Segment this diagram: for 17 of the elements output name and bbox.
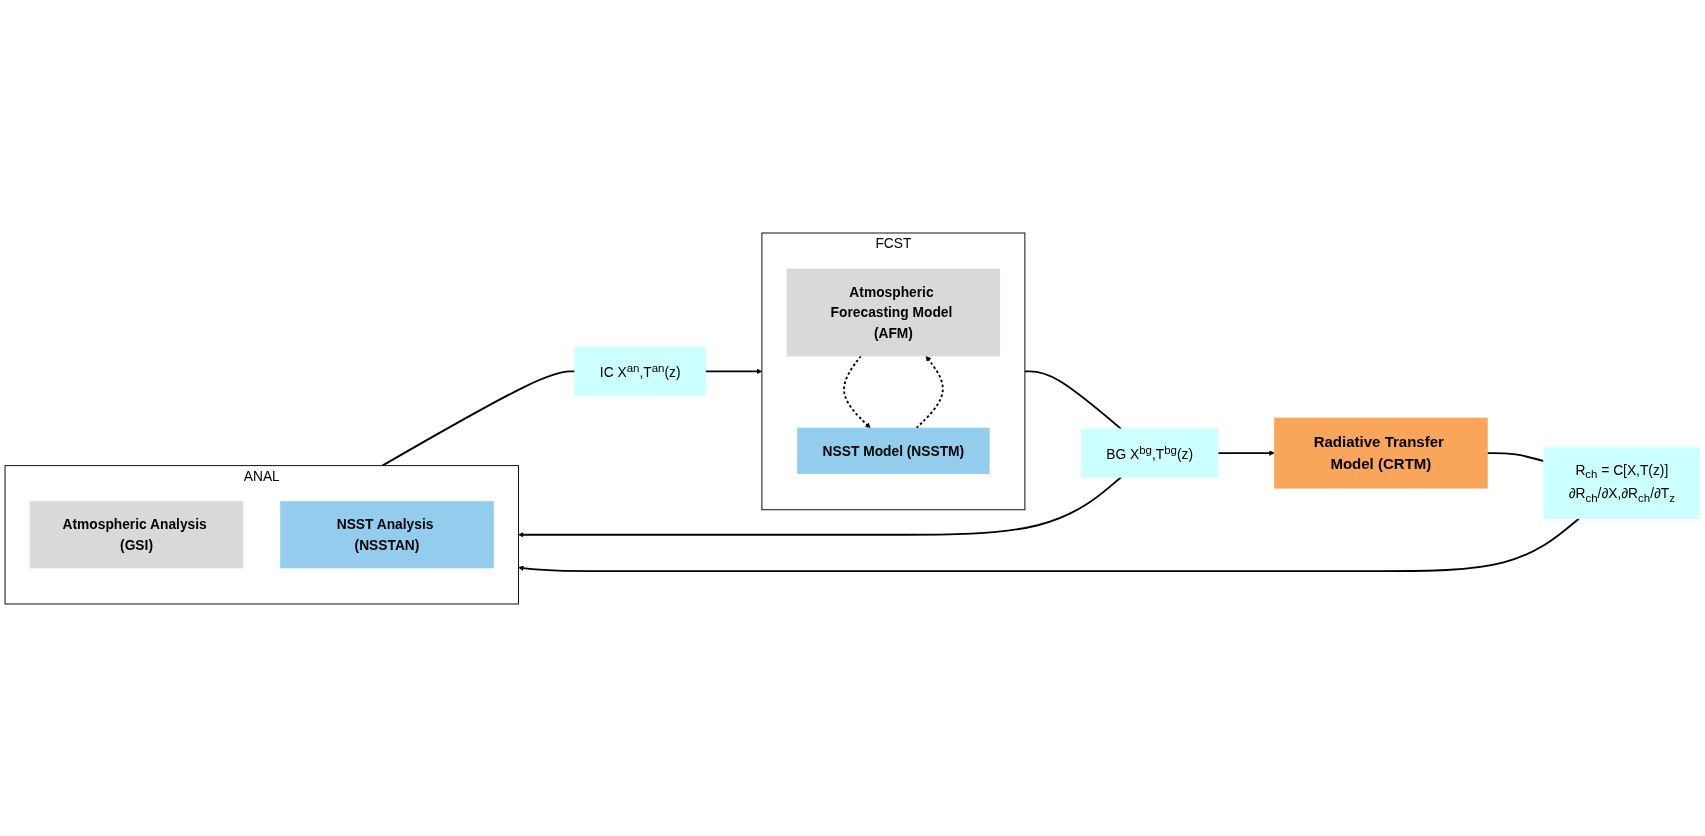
arrow — [1217, 449, 1275, 456]
arrow — [518, 475, 1122, 538]
arrow — [704, 368, 763, 374]
connector — [381, 369, 576, 467]
arrow — [518, 517, 1580, 572]
node-box: R$_{ch}$ = C[X,T(z)] ∂R$_{ch}$/∂X,∂R$_{ch}$/∂T$_{z}$ — [1543, 446, 1701, 519]
connector — [1486, 451, 1545, 462]
node-box: Radiative Transfer Model (CRTM) — [1274, 417, 1488, 488]
node-box: NSST Analysis (NSSTAN) — [280, 500, 494, 568]
node-box: Atmospheric Forecasting Model (AFM) — [786, 268, 1001, 356]
node-box: BG X$^{bg}$,T$^{bg}$(z) — [1080, 428, 1219, 478]
node-box: NSST Model (NSSTM) — [797, 427, 990, 474]
node-box: IC X$^{an}$,T$^{an}$(z) — [574, 346, 706, 396]
arrow — [915, 355, 944, 429]
node-box: Atmospheric Analysis (GSI) — [29, 500, 244, 568]
arrow — [843, 354, 871, 428]
connector — [1023, 369, 1122, 430]
